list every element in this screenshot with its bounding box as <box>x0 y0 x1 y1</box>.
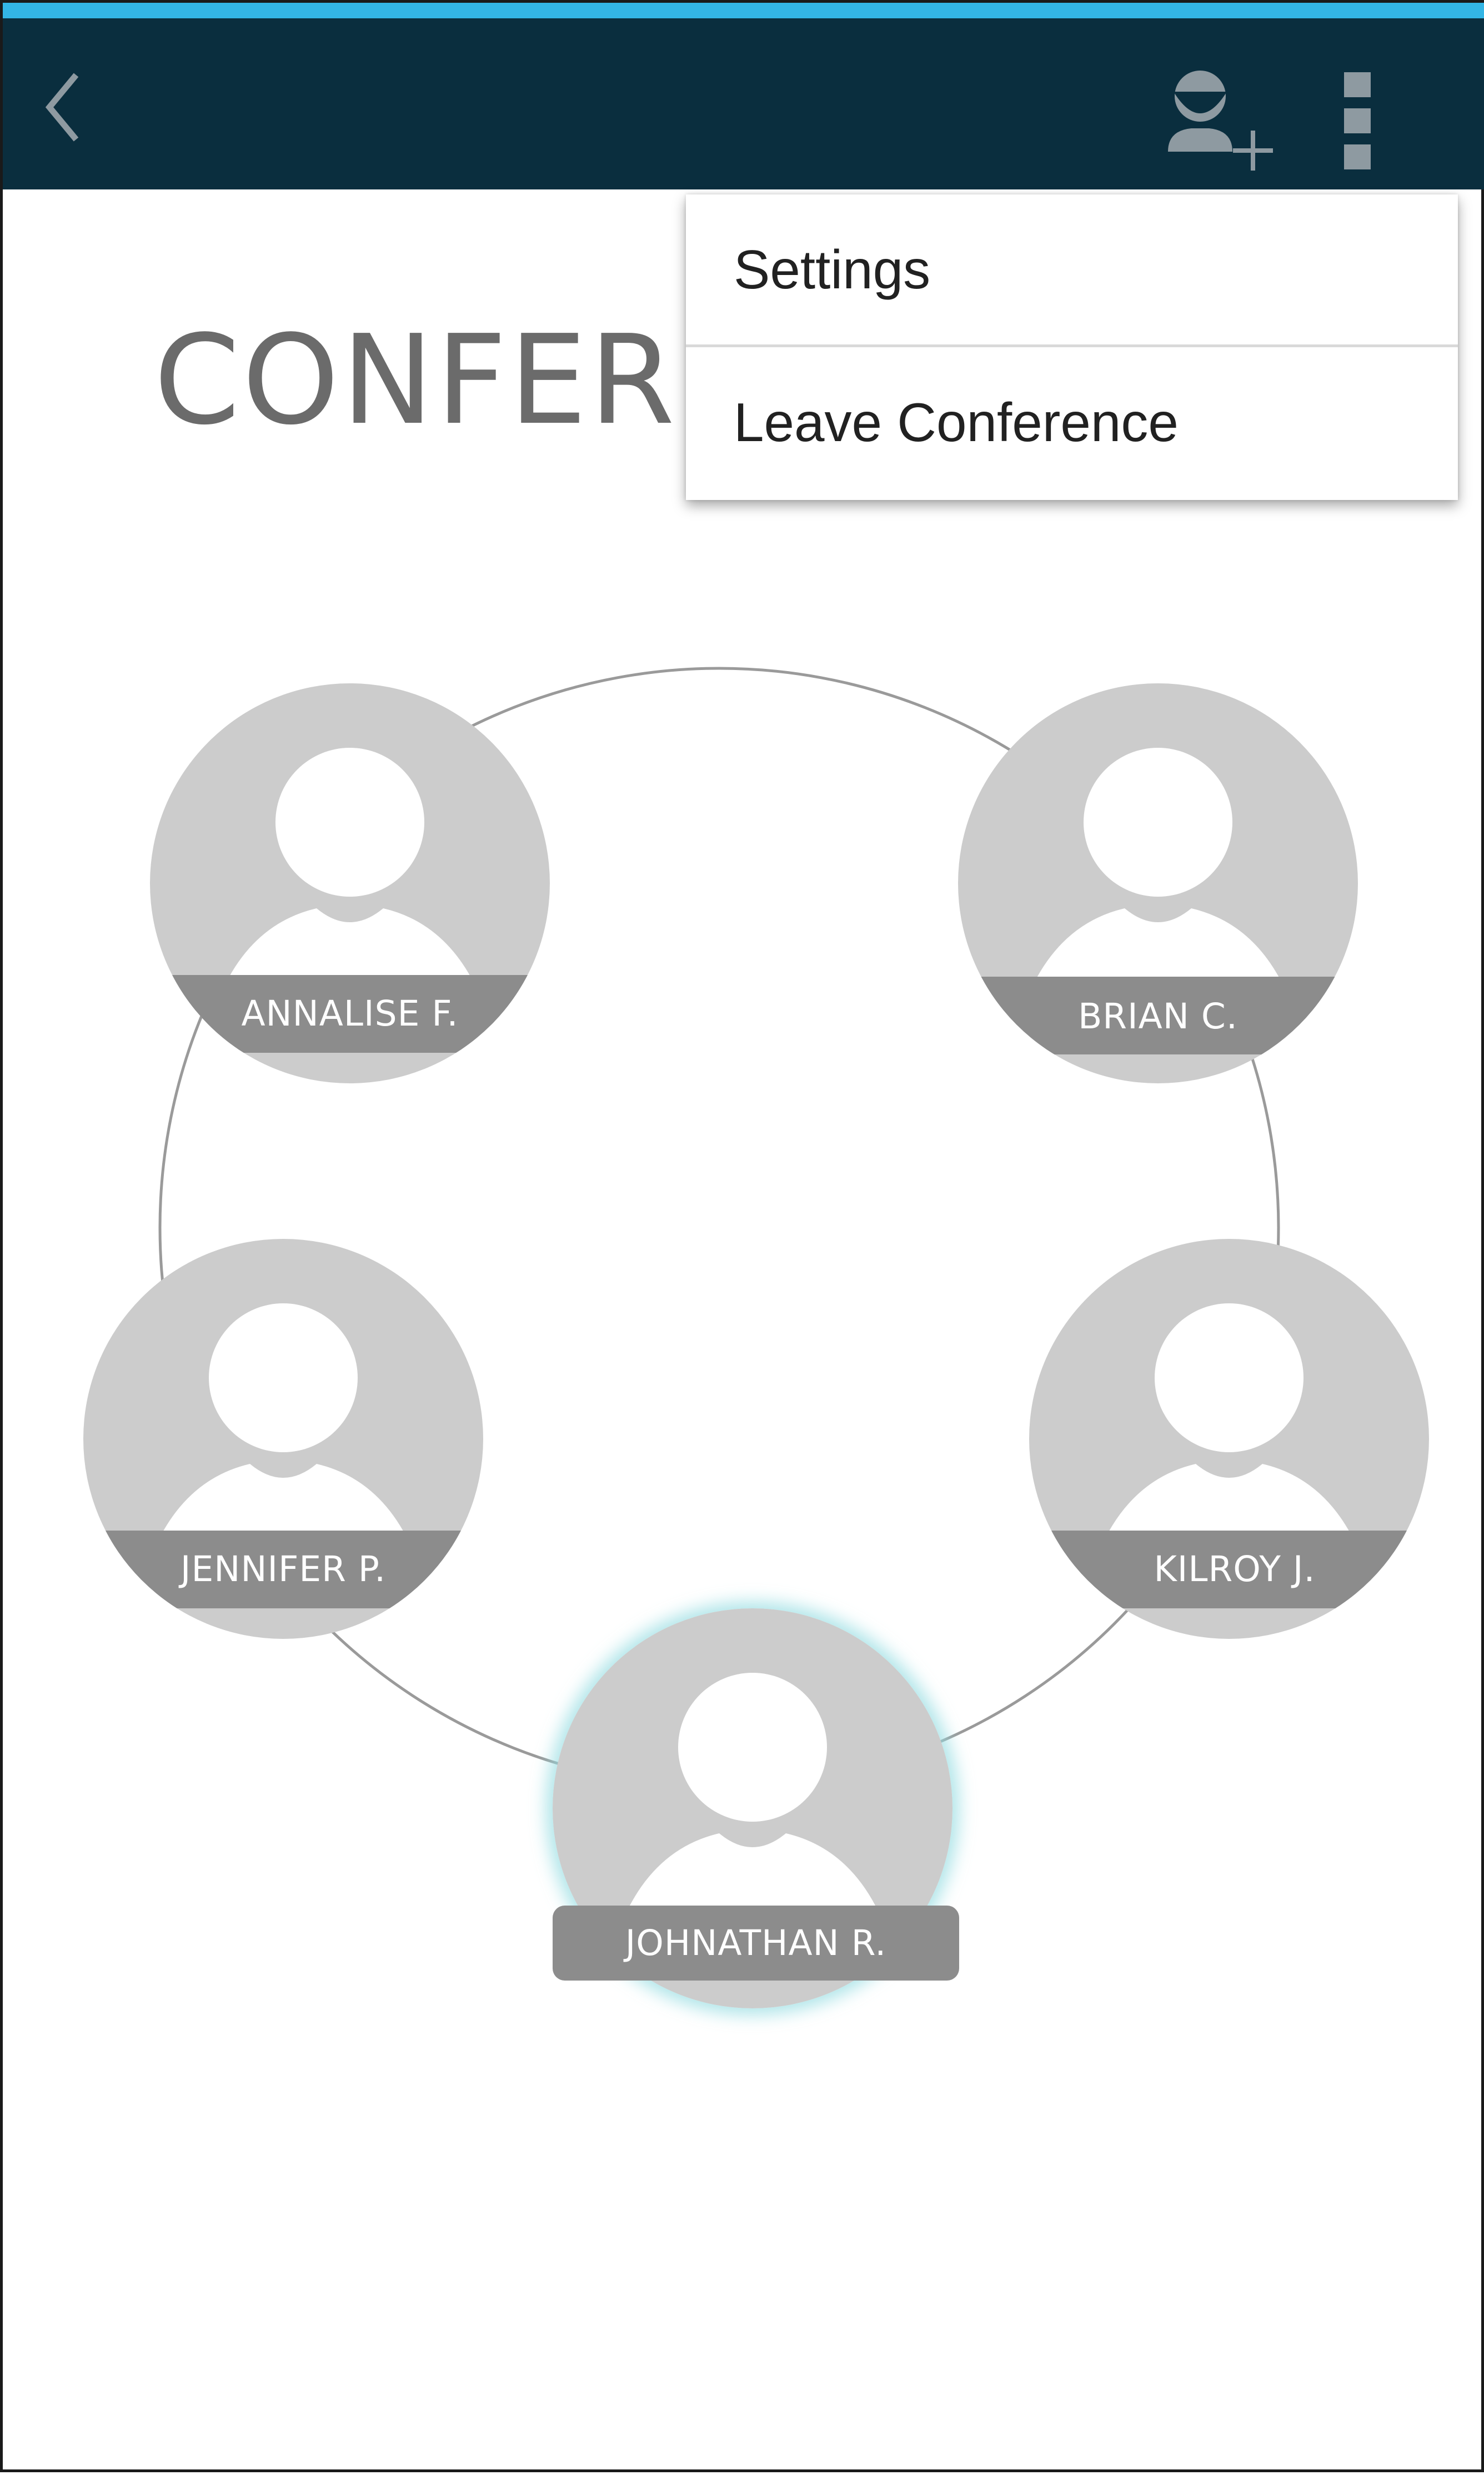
participant-name: JENNIFER P. <box>180 1549 387 1589</box>
avatar-placeholder-icon <box>83 1239 483 1639</box>
participant-brian[interactable]: BRIAN C. <box>958 683 1358 1083</box>
active-speaker-name: JOHNATHAN R. <box>553 1906 959 1981</box>
person-add-icon[interactable] <box>1158 69 1275 186</box>
avatar-placeholder-icon <box>958 683 1358 1083</box>
chevron-left-icon[interactable] <box>37 68 87 146</box>
more-vert-icon[interactable] <box>1341 69 1380 172</box>
status-strip <box>3 3 1484 18</box>
page-title: CONFERE <box>154 309 758 452</box>
menu-item-leave-conference[interactable]: Leave Conference <box>734 392 1179 453</box>
menu-divider <box>686 344 1458 347</box>
participant-annalise[interactable]: ANNALISE F. <box>150 683 550 1083</box>
participant-jennifer[interactable]: JENNIFER P. <box>83 1239 483 1639</box>
menu-item-settings[interactable]: Settings <box>734 239 931 300</box>
overflow-menu: Settings Leave Conference <box>686 194 1458 500</box>
participant-name: BRIAN C. <box>1078 996 1238 1037</box>
avatar-placeholder-icon <box>150 683 550 1083</box>
app-bar <box>3 18 1484 189</box>
participant-name: ANNALISE F. <box>241 993 459 1034</box>
participant-kilroy[interactable]: KILROY J. <box>1029 1239 1429 1639</box>
participant-name: KILROY J. <box>1154 1549 1316 1589</box>
avatar-placeholder-icon <box>1029 1239 1429 1639</box>
